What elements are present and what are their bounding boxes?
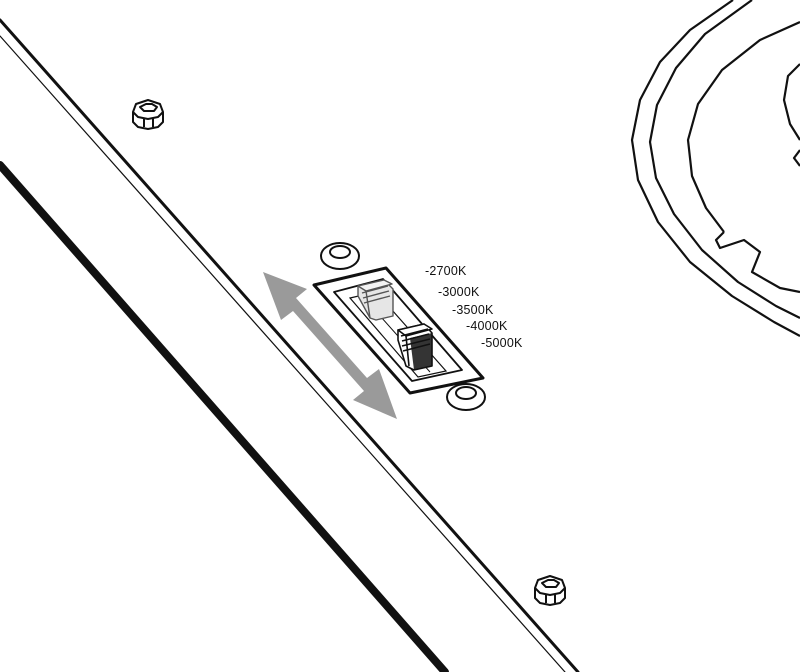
frame-edge-inner: [0, 18, 580, 672]
housing-inner-notch: [792, 149, 800, 167]
slider-ghost-position: [357, 279, 394, 321]
arrow-shape: [263, 272, 397, 419]
hex-nut-upper: [132, 99, 164, 130]
upper-stud: [320, 242, 360, 270]
cct-label-3000k: -3000K: [438, 285, 480, 299]
hex-nut-icon: [132, 99, 566, 606]
hex-nut-lower: [534, 575, 566, 606]
cct-switch: [312, 266, 485, 395]
cct-label-5000k: -5000K: [481, 336, 523, 350]
housing-rim-mid: [648, 0, 800, 319]
cct-label-3500k: -3500K: [452, 303, 494, 317]
housing-inner-ring: [782, 63, 800, 141]
housing-tab: [714, 231, 800, 294]
double-headed-arrow-icon: [263, 272, 397, 419]
fixture-housing: [630, 0, 800, 337]
lower-stud: [446, 383, 486, 411]
cct-labels: -2700K -3000K -3500K -4000K -5000K: [425, 264, 523, 350]
switch-studs: [320, 242, 486, 411]
cct-label-2700k: -2700K: [425, 264, 467, 278]
fixture-frame: [0, 18, 580, 672]
cct-label-4000k: -4000K: [466, 319, 508, 333]
frame-edge-shadow: [0, 161, 449, 672]
frame-edge-outer: [0, 35, 566, 672]
housing-rim-inner: [686, 20, 800, 233]
housing-rim-outer: [630, 0, 800, 337]
slider-knob-shading: [410, 333, 432, 370]
